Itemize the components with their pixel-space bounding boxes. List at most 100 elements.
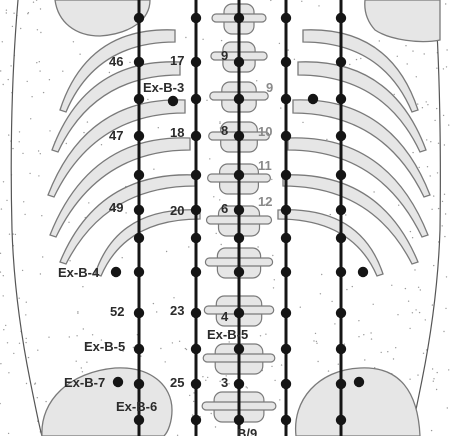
stipple-dot bbox=[431, 209, 432, 210]
acupoint-c1-r7 bbox=[134, 233, 144, 243]
stipple-dot bbox=[425, 319, 426, 320]
acupoint-c5-r11 bbox=[336, 379, 346, 389]
stipple-dot bbox=[315, 333, 316, 334]
stipple-dot bbox=[281, 364, 282, 365]
stipple-dot bbox=[92, 334, 93, 335]
stipple-dot bbox=[9, 234, 10, 235]
label-25: 25 bbox=[170, 375, 184, 390]
stipple-dot bbox=[189, 395, 190, 396]
stipple-dot bbox=[256, 80, 257, 81]
stipple-dot bbox=[228, 383, 229, 384]
stipple-dot bbox=[185, 348, 186, 349]
stipple-dot bbox=[0, 363, 1, 364]
stipple-dot bbox=[436, 68, 437, 69]
acupoint-c5-r1 bbox=[336, 13, 346, 23]
stipple-dot bbox=[179, 341, 180, 342]
stipple-dot bbox=[211, 413, 212, 414]
stipple-dot bbox=[0, 271, 1, 272]
stipple-dot bbox=[247, 387, 248, 388]
stipple-dot bbox=[165, 361, 166, 362]
stipple-dot bbox=[394, 94, 395, 95]
stipple-dot bbox=[0, 253, 1, 254]
stipple-dot bbox=[13, 13, 14, 14]
acupoint-c2-r4 bbox=[191, 131, 201, 141]
acupoint-c2-r2 bbox=[191, 57, 201, 67]
stipple-dot bbox=[432, 304, 433, 305]
stipple-dot bbox=[423, 353, 424, 354]
stipple-dot bbox=[412, 312, 413, 313]
acupoint-c2-r8 bbox=[191, 267, 201, 277]
stipple-dot bbox=[417, 374, 418, 375]
stipple-dot bbox=[20, 28, 21, 29]
vertebra-label-4: 4 bbox=[221, 309, 229, 324]
stipple-dot bbox=[338, 364, 339, 365]
acupoint-c4-r10 bbox=[281, 344, 291, 354]
stipple-dot bbox=[25, 342, 26, 343]
stipple-dot bbox=[288, 49, 289, 50]
stipple-dot bbox=[12, 26, 13, 27]
acupoint-c2-r11 bbox=[191, 379, 201, 389]
stipple-dot bbox=[12, 148, 13, 149]
stipple-dot bbox=[62, 71, 63, 72]
acupoint-c2-r3 bbox=[191, 94, 201, 104]
stipple-dot bbox=[3, 181, 4, 182]
stipple-dot bbox=[43, 92, 44, 93]
stipple-dot bbox=[360, 58, 361, 59]
stipple-dot bbox=[395, 347, 396, 348]
stipple-dot bbox=[8, 134, 9, 135]
stipple-dot bbox=[81, 367, 82, 368]
stipple-dot bbox=[444, 194, 445, 195]
stipple-dot bbox=[192, 414, 193, 415]
acupoint-c4-r8 bbox=[281, 267, 291, 277]
stipple-dot bbox=[215, 426, 216, 427]
acupoint-c4-r4 bbox=[281, 131, 291, 141]
stipple-dot bbox=[6, 12, 7, 13]
stipple-dot bbox=[125, 212, 126, 213]
acupoint-c1-r4 bbox=[134, 131, 144, 141]
stipple-dot bbox=[147, 99, 148, 100]
stipple-dot bbox=[358, 336, 359, 337]
stipple-dot bbox=[5, 325, 6, 326]
stipple-dot bbox=[405, 288, 406, 289]
stipple-dot bbox=[356, 59, 357, 60]
stipple-dot bbox=[409, 328, 410, 329]
stipple-dot bbox=[373, 304, 374, 305]
stipple-dot bbox=[160, 348, 161, 349]
stipple-dot bbox=[373, 191, 374, 192]
stipple-dot bbox=[272, 255, 273, 256]
stipple-dot bbox=[437, 372, 438, 373]
stipple-dot bbox=[10, 65, 11, 66]
acupoint-c1-r1 bbox=[134, 13, 144, 23]
label-17: 17 bbox=[170, 53, 184, 68]
stipple-dot bbox=[331, 301, 332, 302]
acupoint-c4-r1 bbox=[281, 13, 291, 23]
stipple-dot bbox=[444, 144, 445, 145]
stipple-dot bbox=[41, 215, 42, 216]
stipple-dot bbox=[82, 286, 83, 287]
acupoint-c4-r5 bbox=[281, 170, 291, 180]
acupoint-c4-r12 bbox=[281, 415, 291, 425]
stipple-dot bbox=[36, 0, 37, 1]
stipple-dot bbox=[213, 196, 214, 197]
acupoint-c2-r9 bbox=[191, 308, 201, 318]
stipple-dot bbox=[2, 41, 3, 42]
stipple-dot bbox=[40, 153, 41, 154]
stipple-dot bbox=[24, 214, 25, 215]
stipple-dot bbox=[193, 392, 194, 393]
stipple-dot bbox=[438, 208, 439, 209]
stipple-dot bbox=[209, 158, 210, 159]
stipple-dot bbox=[438, 143, 439, 144]
stipple-dot bbox=[443, 115, 444, 116]
stipple-dot bbox=[446, 276, 447, 277]
rib-label-12: 12 bbox=[258, 194, 272, 209]
stipple-dot bbox=[280, 107, 281, 108]
stipple-dot bbox=[430, 175, 431, 176]
label-ex-b-4: Ex-B-4 bbox=[58, 265, 100, 280]
stipple-dot bbox=[326, 139, 327, 140]
stipple-dot bbox=[407, 63, 408, 64]
acupoint-ex-b-4 bbox=[111, 267, 121, 277]
stipple-dot bbox=[424, 53, 425, 54]
stipple-dot bbox=[172, 342, 173, 343]
stipple-dot bbox=[416, 76, 417, 77]
acupoint-c5-r12 bbox=[336, 415, 346, 425]
